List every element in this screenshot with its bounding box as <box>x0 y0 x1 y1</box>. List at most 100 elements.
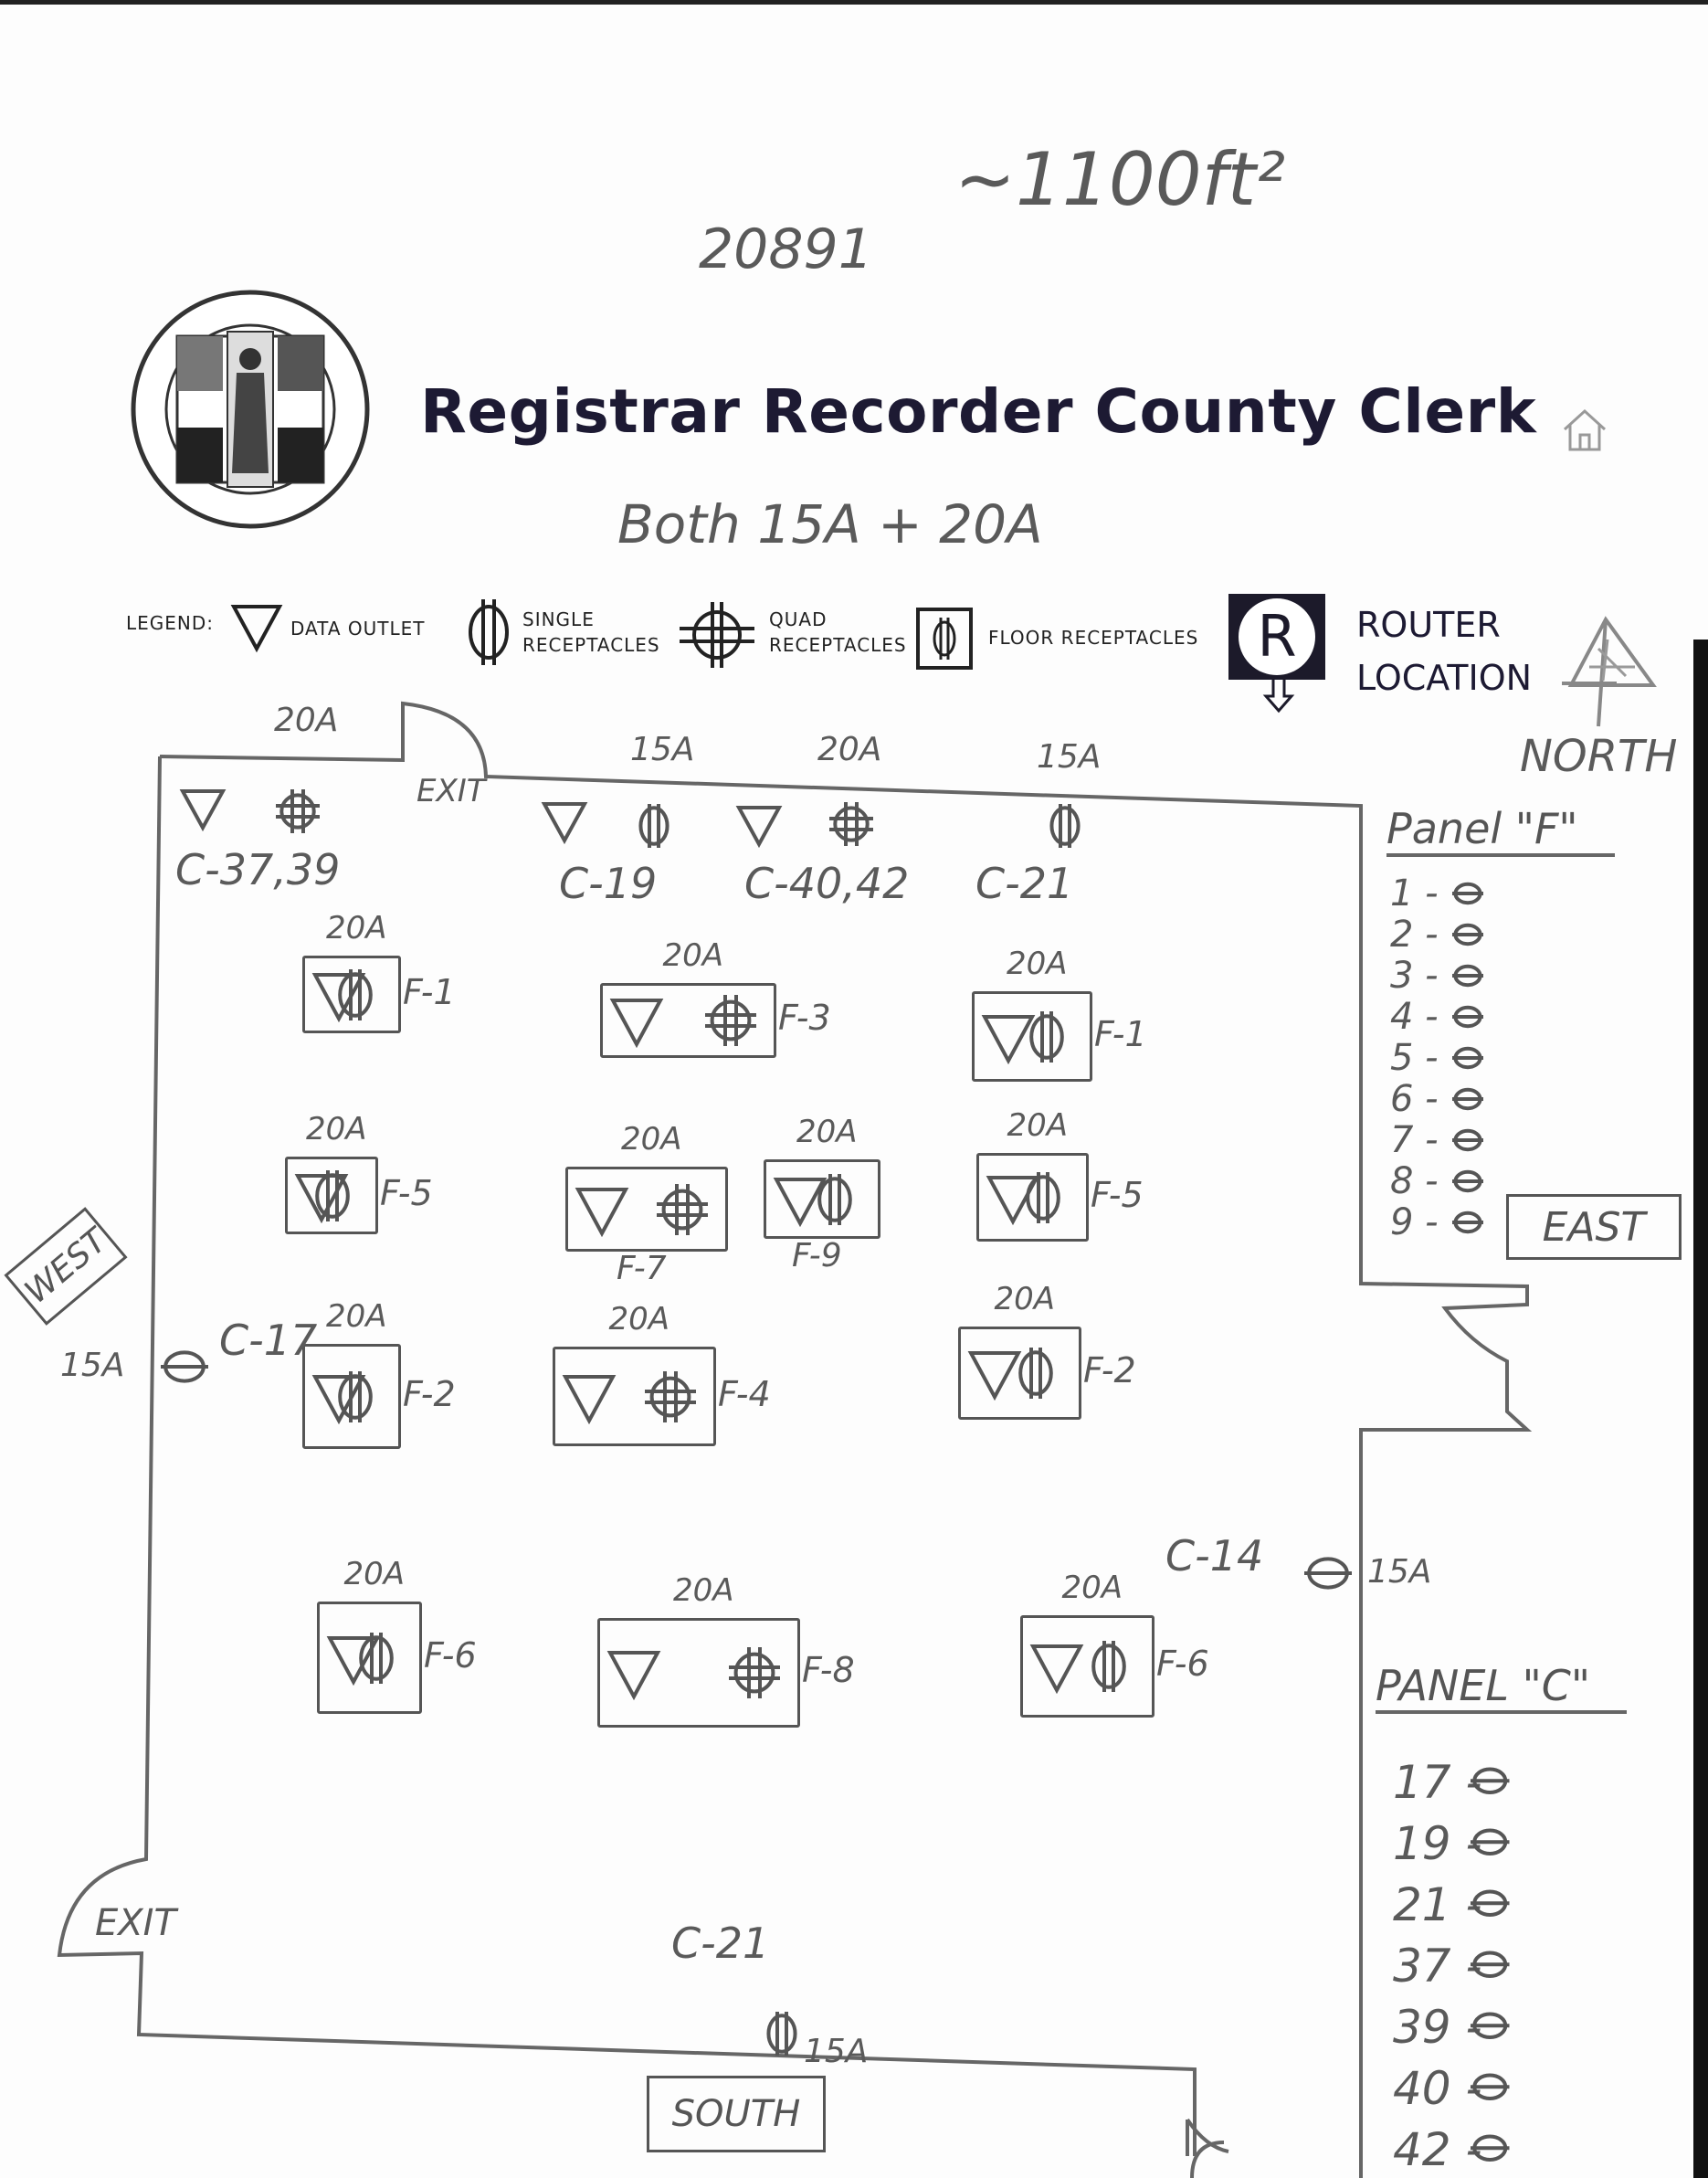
wall-receptacle-icon <box>1452 1211 1483 1234</box>
floor-box-label: F-5 <box>1091 1174 1144 1215</box>
panel-circuit-label: 1 - <box>1390 872 1439 915</box>
single-receptacle-icon <box>638 804 669 848</box>
wall-outlet-amp-label: 20A <box>817 731 882 768</box>
panel-circuit-label: 4 - <box>1390 996 1439 1038</box>
scan-edge-top <box>0 0 1708 5</box>
floor-box <box>302 1344 401 1449</box>
wall-outlet-amp-label: 15A <box>1367 1553 1432 1591</box>
legend-single-receptacles: SINGLE RECEPTACLES <box>522 608 660 656</box>
wall-receptacle-icon <box>1304 1557 1352 1590</box>
floor-receptacle-legend-icon <box>916 608 973 670</box>
legend-router-location: ROUTER LOCATION <box>1356 605 1533 698</box>
legend-label: LEGEND: <box>126 612 215 634</box>
wall-receptacle-icon <box>1452 1087 1483 1111</box>
note-number: 20891 <box>699 217 873 281</box>
wall-receptacle-icon <box>1452 923 1483 946</box>
single-receptacle-icon <box>359 1632 394 1684</box>
floor-box-label: F-6 <box>424 1634 477 1676</box>
floor-box <box>600 983 776 1058</box>
scan-edge-right <box>1693 640 1708 2178</box>
wall-outlet-label: C-40,42 <box>744 859 910 908</box>
wall-outlet-label: C-19 <box>559 859 658 908</box>
floor-box-amp-label: 20A <box>994 1281 1056 1317</box>
router-legend-icon: R <box>1228 594 1325 680</box>
south-text: SOUTH <box>671 2093 801 2135</box>
wall-receptacle-icon <box>1471 1889 1510 1917</box>
wall-outlet-label: C-17 <box>219 1316 318 1365</box>
floor-box-label: F-3 <box>778 998 831 1038</box>
floor-box-label: F-4 <box>718 1373 771 1414</box>
floor-box-amp-label: 20A <box>673 1572 734 1609</box>
panel-circuit-label: 37 - <box>1393 1940 1482 1993</box>
floor-box-amp-label: 20A <box>1007 1107 1069 1144</box>
floor-box <box>565 1167 728 1252</box>
data-outlet-icon <box>575 1187 629 1237</box>
legend-quad-receptacles: QUAD RECEPTACLES <box>769 608 907 656</box>
data-outlet-icon <box>294 1173 349 1223</box>
floor-box <box>597 1618 800 1728</box>
floor-box <box>976 1153 1089 1242</box>
panel-circuit-label: 8 - <box>1390 1160 1439 1202</box>
data-outlet-icon <box>609 999 664 1048</box>
wall-receptacle-icon <box>1471 2134 1510 2162</box>
single-receptacle-icon <box>1026 1171 1060 1223</box>
single-receptacle-icon <box>338 968 373 1020</box>
wall-receptacle-icon <box>1471 1767 1510 1794</box>
wall-receptacle-icon <box>1471 1951 1510 1978</box>
single-receptacle-icon <box>1029 1010 1064 1063</box>
wall-outlet-amp-label: 15A <box>630 731 695 768</box>
wall-outlet-amp-label: 20A <box>274 702 339 739</box>
data-outlet-icon <box>735 806 783 848</box>
wall-receptacle-icon <box>1452 1005 1483 1029</box>
panel-circuit-label: 21 - <box>1393 1878 1482 1931</box>
east-text: EAST <box>1542 1203 1646 1251</box>
single-receptacle-legend-icon <box>469 599 509 665</box>
single-receptacle-icon <box>766 2012 797 2056</box>
router-letter: R <box>1236 596 1318 678</box>
floor-box-label: F-2 <box>1083 1350 1136 1390</box>
floor-box-amp-label: 20A <box>796 1114 858 1150</box>
floor-box-label: F-6 <box>1156 1644 1209 1684</box>
exit-top-label: EXIT <box>416 773 486 809</box>
quad-receptacle-icon <box>276 789 320 833</box>
panel-circuit-label: 9 - <box>1390 1201 1439 1243</box>
router-arrow-icon <box>1262 680 1295 714</box>
panel-circuit-label: 7 - <box>1390 1119 1439 1161</box>
wall-outlet-label: C-37,39 <box>175 845 341 894</box>
floor-box-amp-label: 20A <box>326 1298 387 1335</box>
page-title: Registrar Recorder County Clerk <box>420 376 1537 447</box>
panel-circuit-label: 42 - <box>1393 2123 1482 2176</box>
floor-box <box>285 1157 378 1234</box>
panel-circuit-label: 39 - <box>1393 2001 1482 2054</box>
panel-circuit-label: 5 - <box>1390 1037 1439 1079</box>
data-outlet-icon <box>326 1635 381 1686</box>
floor-box-label: F-2 <box>403 1373 456 1414</box>
floor-box-amp-label: 20A <box>1007 946 1068 982</box>
panel-circuit-label: 17 - <box>1393 1756 1482 1809</box>
floor-box-label: F-1 <box>1094 1013 1147 1054</box>
data-outlet-icon <box>541 802 588 844</box>
floor-box-amp-label: 20A <box>1061 1570 1123 1606</box>
floor-box <box>302 956 401 1033</box>
single-receptacle-icon <box>1018 1348 1053 1399</box>
wall-receptacle-icon <box>1471 1828 1510 1856</box>
data-outlet-icon <box>967 1351 1022 1401</box>
floor-box-amp-label: 20A <box>343 1556 406 1592</box>
wall-receptacle-icon <box>1452 1128 1483 1152</box>
quad-receptacle-icon <box>729 1647 780 1698</box>
wall-receptacle-icon <box>1471 2012 1510 2039</box>
quad-receptacle-legend-icon <box>680 602 754 668</box>
wall-outlet-label: C-21 <box>975 859 1074 908</box>
wall-outlet-label: C-14 <box>1165 1531 1264 1581</box>
single-receptacle-icon <box>315 1169 350 1221</box>
wall-outlet-amp-label: 15A <box>60 1347 125 1384</box>
data-outlet-icon <box>986 1175 1040 1225</box>
quad-receptacle-icon <box>705 995 756 1046</box>
wall-outlet-label: C-21 <box>671 1919 770 1968</box>
single-receptacle-icon <box>1091 1641 1126 1692</box>
wall-outlet-amp-label: 15A <box>1037 738 1102 776</box>
wall-receptacle-icon <box>1452 1169 1483 1193</box>
exit-bottom-label: EXIT <box>95 1902 176 1944</box>
